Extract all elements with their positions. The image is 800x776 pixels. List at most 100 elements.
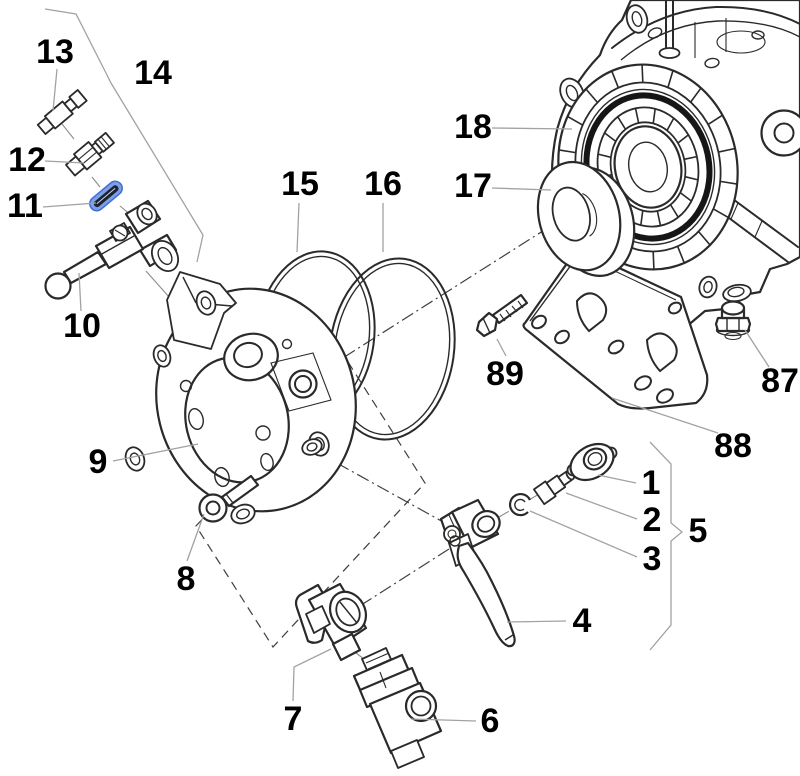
screw-head xyxy=(198,493,228,523)
bearing-bore xyxy=(613,125,683,209)
part-label-11[interactable]: 11 xyxy=(7,187,43,225)
elbow-notch xyxy=(305,605,331,634)
rim-bolt-hole xyxy=(647,27,663,39)
plug-bottom-nub xyxy=(724,331,742,341)
part-label-6[interactable]: 6 xyxy=(481,702,500,740)
part-label-4[interactable]: 4 xyxy=(573,602,592,640)
valve-stem-nut-facet xyxy=(114,229,126,237)
part-label-7[interactable]: 7 xyxy=(284,700,303,738)
flange-rim-boss-hole xyxy=(129,452,141,466)
bearing-roller xyxy=(666,117,675,131)
bracket-emboss xyxy=(645,332,678,373)
bracket-hole xyxy=(656,388,674,404)
bearing-roller xyxy=(640,210,644,226)
part-label-17[interactable]: 17 xyxy=(454,167,492,205)
oil-seal[interactable] xyxy=(526,150,646,289)
bracket-edge-line xyxy=(529,256,578,322)
flange-section-plane xyxy=(270,352,332,412)
leader-6 xyxy=(410,718,477,722)
bearing-rib xyxy=(720,180,738,185)
cap-plug[interactable] xyxy=(714,300,752,341)
bearing-roller xyxy=(669,204,679,218)
bearing-rib xyxy=(611,70,620,89)
part-label-3[interactable]: 3 xyxy=(643,540,662,578)
seal-bore xyxy=(551,186,591,242)
part-label-87[interactable]: 87 xyxy=(761,362,799,400)
flange-top-boss xyxy=(223,332,279,382)
ball-valve-10[interactable] xyxy=(44,199,184,300)
flange-lower-boss xyxy=(301,438,323,456)
right-boss-hole xyxy=(773,122,795,144)
drain-valve-6[interactable] xyxy=(352,647,443,769)
part-label-14[interactable]: 14 xyxy=(134,54,172,92)
leader-4 xyxy=(506,620,567,623)
bolt-thread xyxy=(511,305,518,313)
flange-rim-boss-hole xyxy=(236,508,250,520)
valve6-side-port-bore xyxy=(410,695,432,717)
leader-17 xyxy=(491,187,552,191)
elbow-fitting-7[interactable] xyxy=(294,582,373,662)
part-label-5[interactable]: 5 xyxy=(689,512,708,550)
c-ring-inner xyxy=(514,498,526,512)
leader-lines xyxy=(42,8,770,722)
flange-outlet-boss xyxy=(288,369,318,399)
hex-bolt[interactable] xyxy=(475,293,529,338)
drain-port-hole xyxy=(727,286,745,298)
c-ring-outer xyxy=(508,493,531,517)
bearing-roller xyxy=(677,134,689,144)
bolt-thread xyxy=(505,309,512,318)
part-label-13[interactable]: 13 xyxy=(36,33,74,71)
part-label-89[interactable]: 89 xyxy=(486,355,524,393)
hose-fitting-13[interactable] xyxy=(36,89,88,135)
part-label-12[interactable]: 12 xyxy=(8,141,46,179)
nipple-12[interactable] xyxy=(64,130,116,178)
part-label-8[interactable]: 8 xyxy=(177,560,196,598)
part-label-16[interactable]: 16 xyxy=(364,165,402,203)
leader-1 xyxy=(597,474,637,484)
leader-13 xyxy=(52,68,58,112)
bracket-emboss xyxy=(575,292,608,333)
leader-87 xyxy=(744,329,770,368)
right-arm-tick xyxy=(754,220,763,238)
valve-axis-line xyxy=(354,548,450,610)
part-label-9[interactable]: 9 xyxy=(89,443,108,481)
elbow-outlet xyxy=(331,632,362,662)
plug-2 xyxy=(533,469,575,506)
gasket-11-highlighted[interactable] xyxy=(87,178,125,213)
socket-screw[interactable] xyxy=(198,474,260,523)
elbow-bore-slot xyxy=(339,601,358,624)
part-label-1[interactable]: 1 xyxy=(642,464,661,502)
leader-8 xyxy=(186,513,205,562)
bracket-hole xyxy=(554,329,570,345)
flange-top-boss-hole xyxy=(233,341,263,369)
valve-port-ring xyxy=(150,240,180,272)
cylinder-bore xyxy=(716,30,766,54)
bearing-rib xyxy=(676,245,685,264)
part-label-88[interactable]: 88 xyxy=(714,427,752,465)
lever-pivot-bolt xyxy=(449,535,461,547)
crankcase-top-rim-inner xyxy=(620,20,800,61)
bearing-rib xyxy=(585,88,599,104)
bracket-hole xyxy=(531,314,547,330)
valve-top-bore-inner xyxy=(141,207,153,221)
mounting-bracket[interactable] xyxy=(522,249,709,410)
leader-3 xyxy=(529,510,638,558)
flange-cover[interactable] xyxy=(122,267,379,532)
flange-rim-boss xyxy=(124,446,146,472)
part-label-10[interactable]: 10 xyxy=(63,307,101,345)
bracket-hole xyxy=(607,339,625,355)
nipple-thread-line xyxy=(100,136,110,148)
leader-5 xyxy=(649,441,684,651)
part-label-15[interactable]: 15 xyxy=(281,165,319,203)
nipple-thread xyxy=(94,131,115,153)
leader-15 xyxy=(296,202,300,253)
part-label-18[interactable]: 18 xyxy=(454,108,492,146)
part-label-2[interactable]: 2 xyxy=(643,501,662,539)
swivel-nut-1 xyxy=(566,442,618,482)
flange-small-hole xyxy=(179,379,193,393)
right-boss xyxy=(760,109,800,157)
valve-assembly-5[interactable] xyxy=(439,437,620,648)
bolt-thread xyxy=(517,300,524,309)
